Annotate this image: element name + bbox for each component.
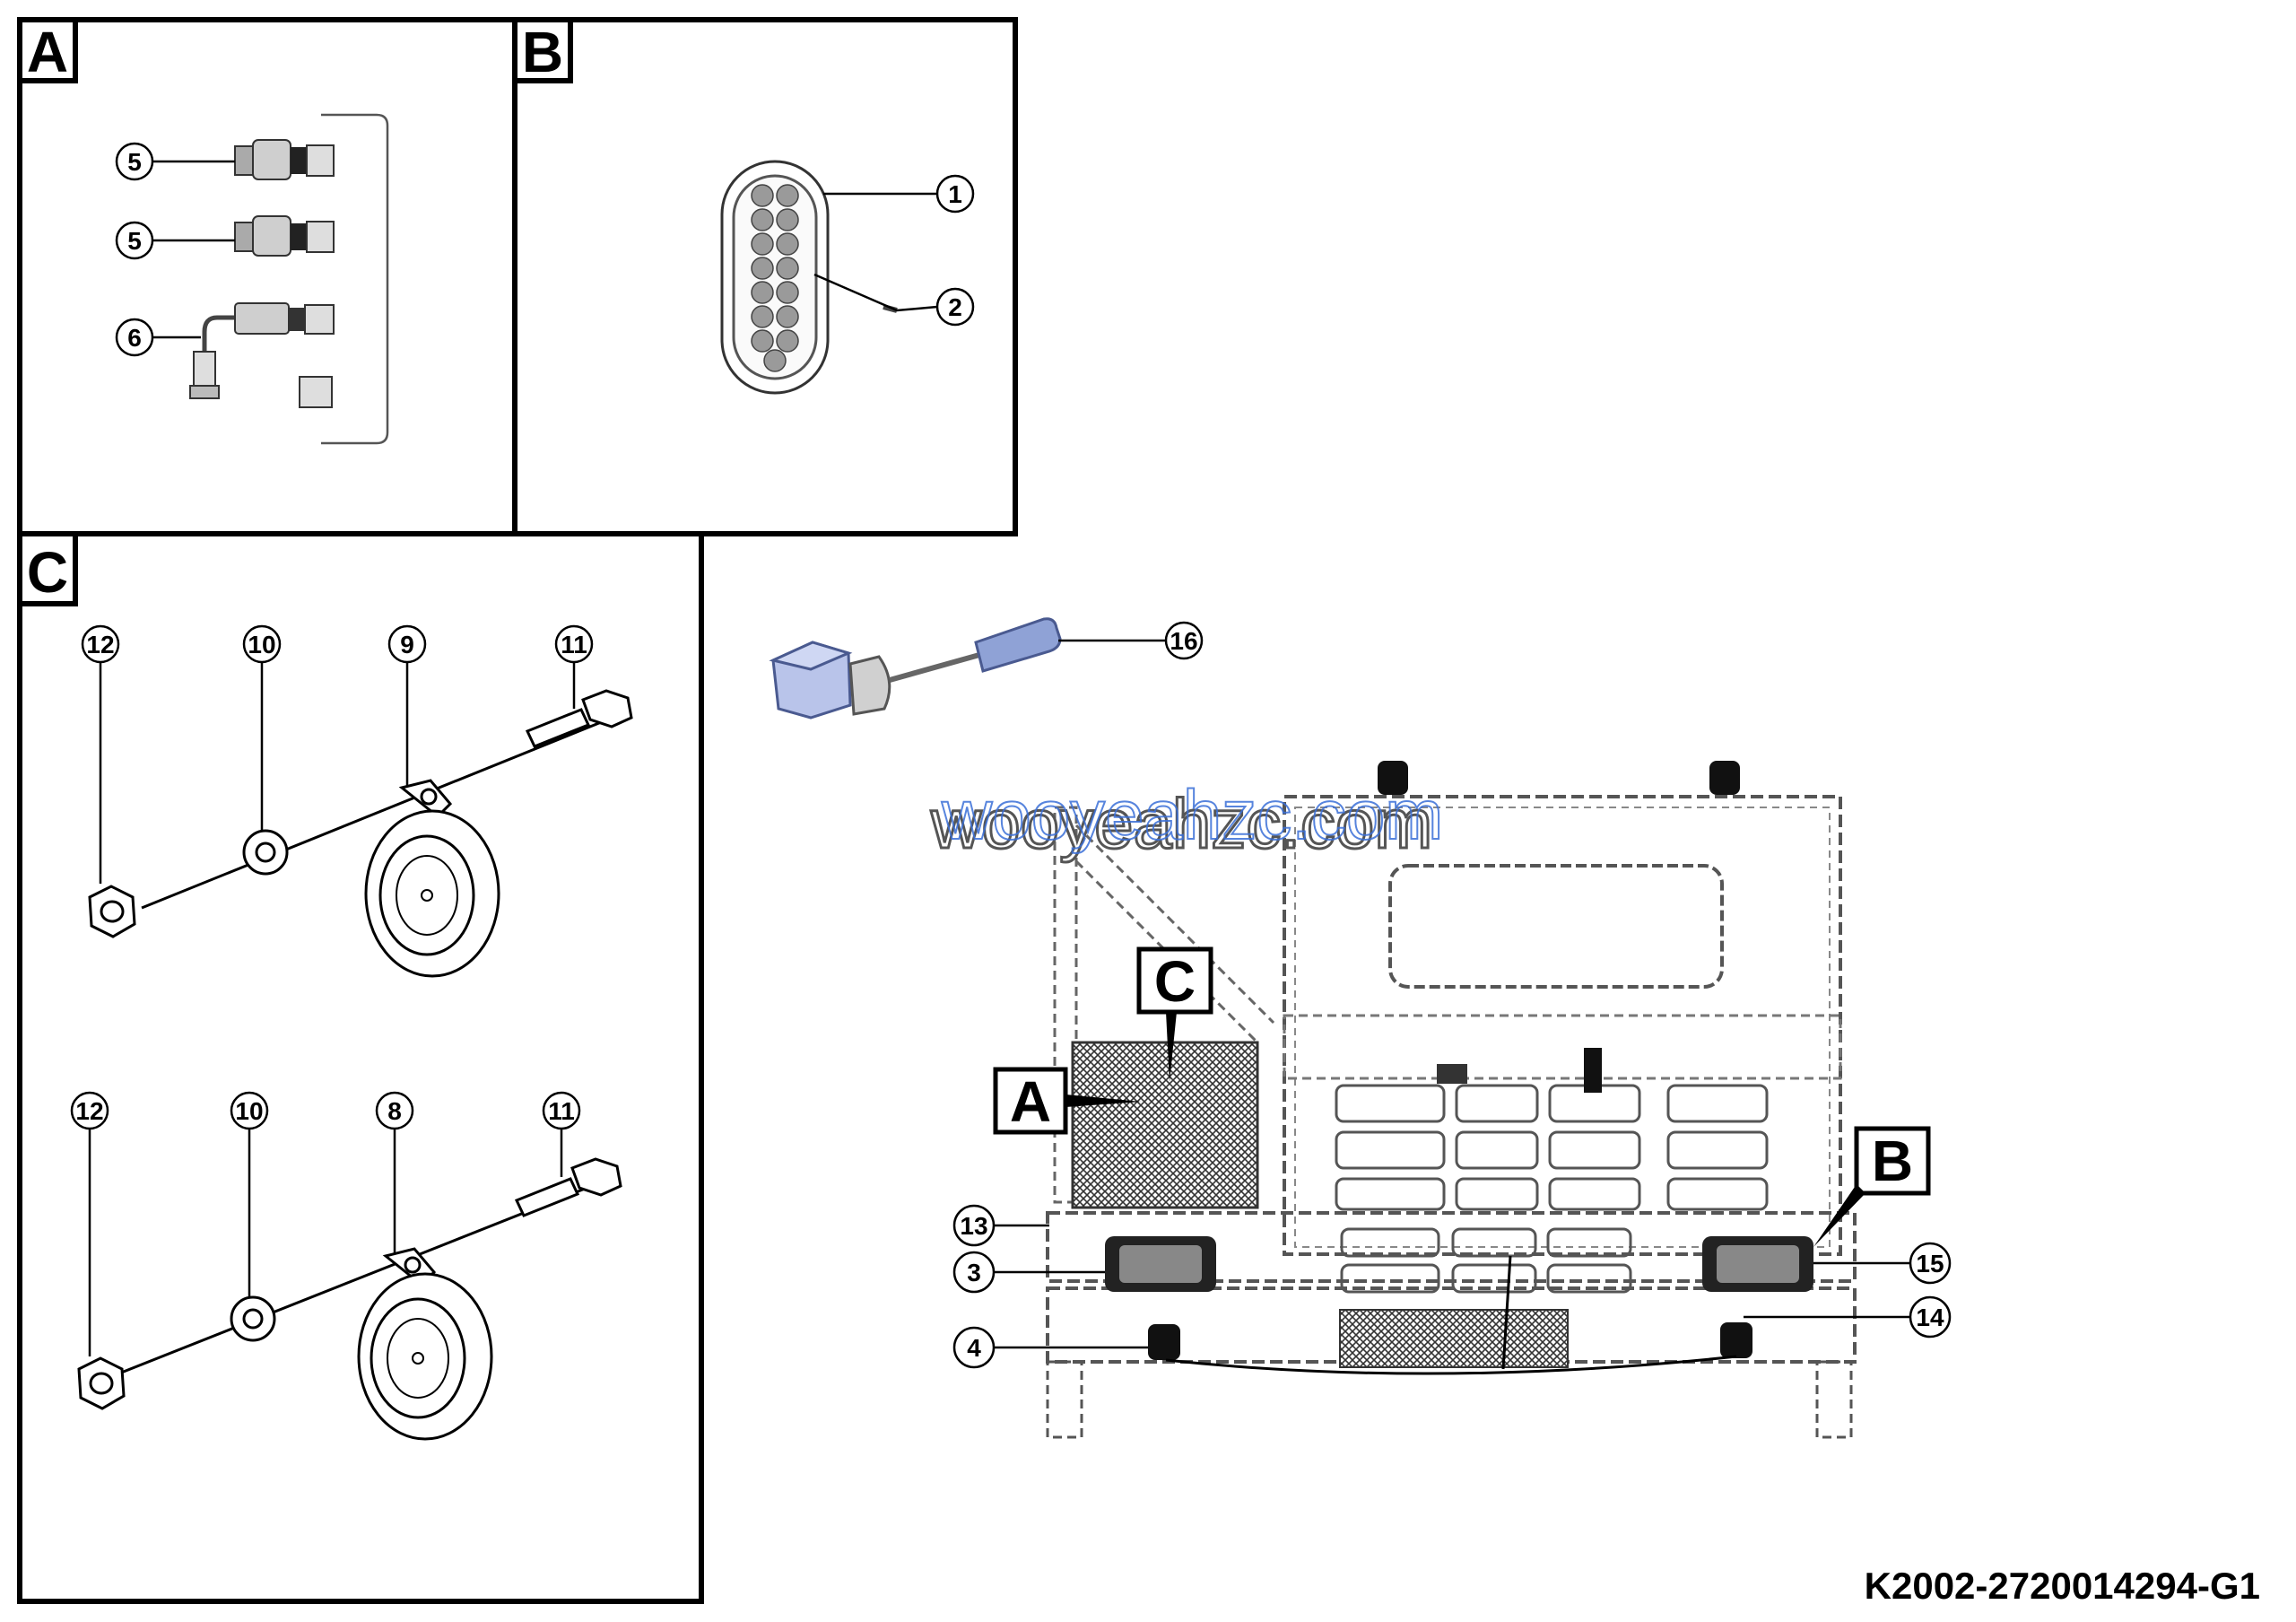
svg-text:10: 10 — [248, 631, 275, 658]
washer — [242, 829, 289, 876]
callout-c-12-top: 12 — [81, 624, 120, 664]
panel-c: C 12 10 — [17, 531, 704, 1604]
horn — [364, 779, 500, 978]
svg-text:1: 1 — [948, 180, 962, 208]
watermark-outline: wooyeahzc.com — [930, 784, 1432, 863]
callout-main-14: 14 — [1909, 1295, 1952, 1339]
svg-text:B: B — [1872, 1129, 1913, 1193]
horn — [357, 1247, 493, 1441]
overview-label-c: C — [1136, 946, 1213, 1082]
panel-c-letter: C — [27, 540, 68, 605]
watermark: wooyeahzc.com — [941, 775, 1443, 854]
panel-a-letter: A — [27, 20, 68, 84]
callout-c-10-top: 10 — [242, 624, 282, 664]
callout-a-6: 6 — [115, 318, 154, 357]
callout-main-16: 16 — [1164, 621, 1204, 660]
bolt — [514, 1157, 622, 1217]
svg-text:15: 15 — [1916, 1250, 1944, 1278]
svg-text:A: A — [1010, 1069, 1051, 1134]
svg-text:9: 9 — [400, 631, 414, 658]
panel-c-tag — [17, 531, 78, 606]
overview-label-a: A — [993, 1067, 1141, 1135]
callout-main-15: 15 — [1909, 1242, 1952, 1285]
svg-text:4: 4 — [967, 1334, 981, 1362]
washer — [230, 1295, 276, 1342]
reflector-right — [1720, 1322, 1752, 1358]
callout-b-2: 2 — [935, 287, 975, 327]
svg-text:3: 3 — [967, 1259, 981, 1286]
overview-label-b: B — [1813, 1126, 1931, 1247]
hex-nut — [88, 885, 136, 938]
svg-text:5: 5 — [127, 148, 142, 176]
svg-text:16: 16 — [1170, 627, 1197, 655]
control-lever — [769, 617, 1062, 719]
vehicle-rear-view — [1046, 761, 1857, 1439]
callout-main-13: 13 — [952, 1204, 996, 1247]
harness-cable — [1165, 1355, 1737, 1375]
svg-text:10: 10 — [235, 1097, 263, 1125]
roof-light — [1709, 761, 1740, 795]
callout-main-4: 4 — [952, 1326, 996, 1369]
svg-text:5: 5 — [127, 227, 142, 255]
callout-c-9: 9 — [387, 624, 427, 664]
fitting — [299, 376, 333, 408]
svg-text:2: 2 — [948, 293, 962, 321]
svg-text:13: 13 — [960, 1212, 987, 1240]
callout-c-12-bot: 12 — [70, 1091, 109, 1130]
radiator-grill — [1071, 1041, 1259, 1209]
callout-c-8: 8 — [375, 1091, 414, 1130]
callout-c-10-bot: 10 — [230, 1091, 269, 1130]
pressure-switch — [234, 215, 335, 257]
svg-text:14: 14 — [1916, 1304, 1944, 1331]
roof-light — [1378, 761, 1408, 795]
drawing-id: K2002-2720014294-G1 — [1865, 1565, 2260, 1607]
callout-a-5-mid: 5 — [115, 221, 154, 260]
bolt — [525, 689, 633, 748]
svg-text:6: 6 — [127, 324, 142, 352]
pressure-switch — [234, 139, 335, 180]
sensor-with-cable — [189, 302, 335, 399]
lever-handle — [974, 617, 1062, 673]
assembly-axis-top — [141, 710, 629, 910]
callout-c-11-bot: 11 — [542, 1091, 581, 1130]
svg-text:11: 11 — [548, 1097, 575, 1125]
mounting-plate — [321, 113, 389, 445]
panel-a-tag — [17, 17, 78, 83]
callout-c-11-top: 11 — [554, 624, 594, 664]
callout-b-1: 1 — [935, 174, 975, 214]
svg-text:C: C — [1154, 949, 1196, 1014]
callout-main-3: 3 — [952, 1251, 996, 1294]
bumper-grill — [1339, 1309, 1569, 1368]
svg-text:12: 12 — [86, 631, 114, 658]
tail-light-assembly — [720, 160, 830, 395]
svg-text:12: 12 — [75, 1097, 103, 1125]
hex-nut — [77, 1356, 126, 1410]
callout-a-5-top: 5 — [115, 142, 154, 181]
svg-text:11: 11 — [561, 631, 587, 658]
reflector-left — [1148, 1324, 1180, 1360]
panel-b-tag — [512, 17, 573, 83]
panel-b: B 1 2 — [512, 17, 1018, 536]
panel-b-letter: B — [522, 20, 563, 84]
panel-a: A 5 — [17, 17, 517, 536]
svg-text:8: 8 — [387, 1097, 402, 1125]
